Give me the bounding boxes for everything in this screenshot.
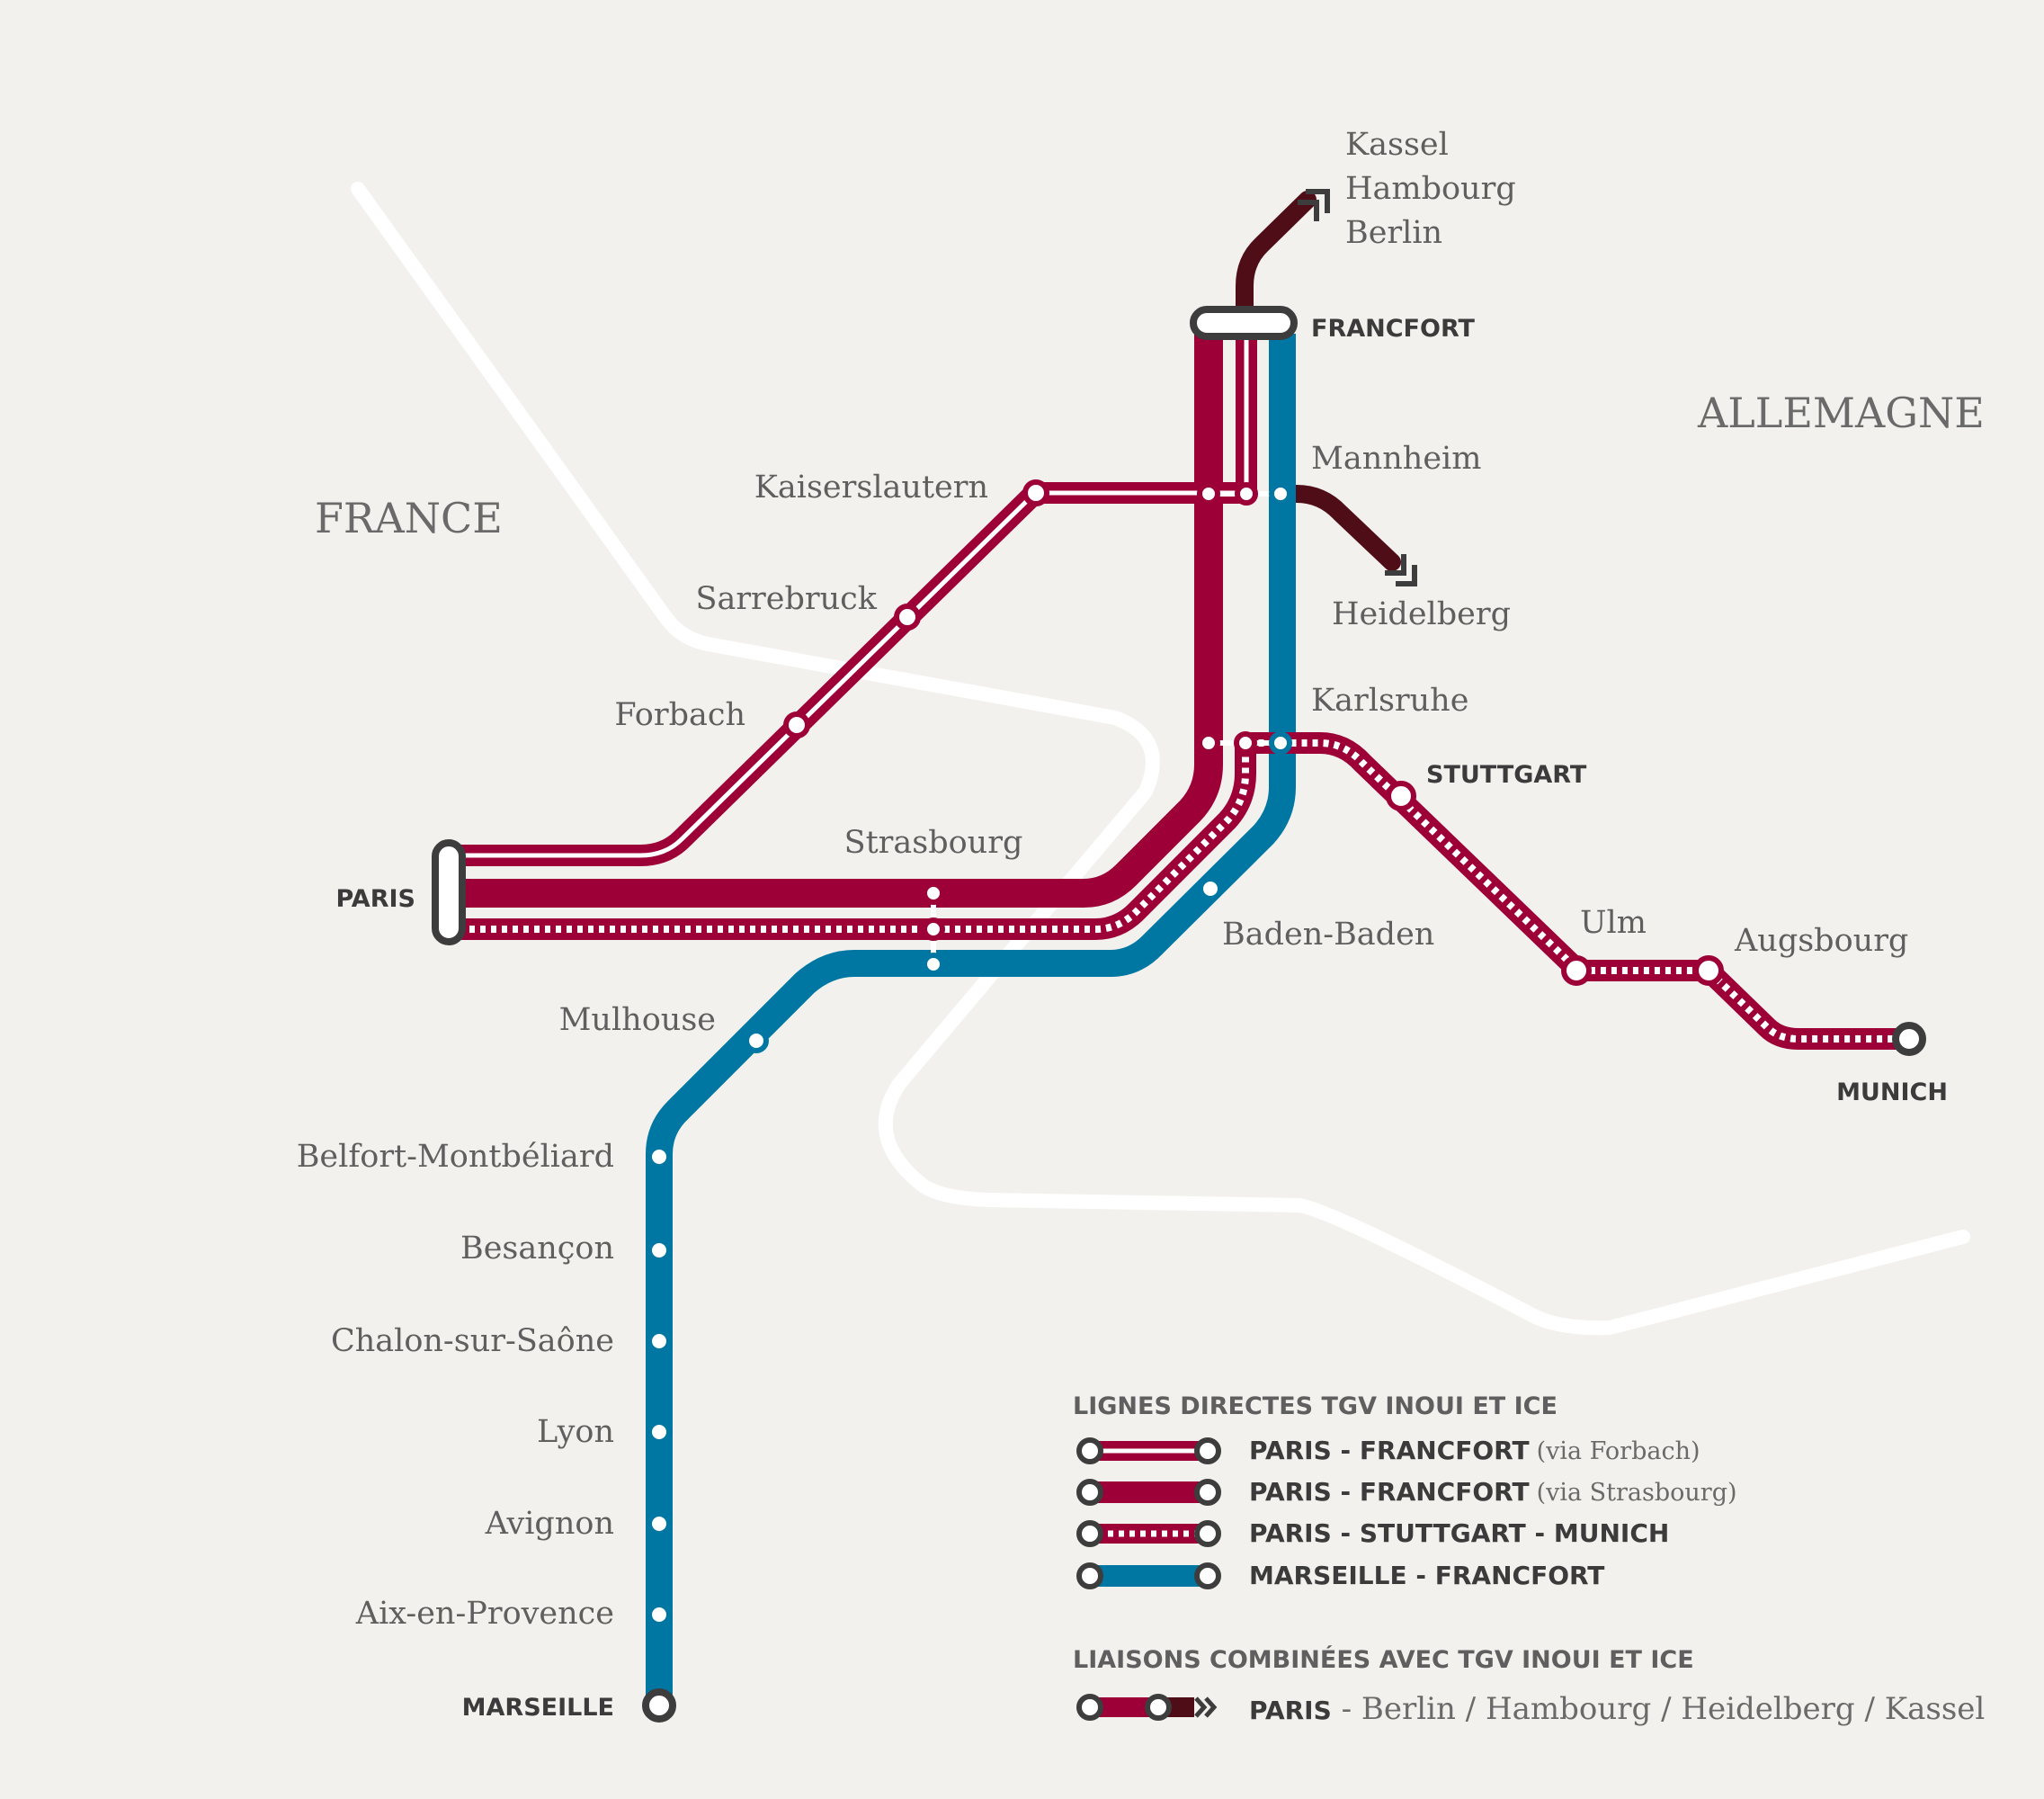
station-stuttgart: [1386, 781, 1416, 811]
terminal-francfort: [1190, 306, 1298, 340]
label-mannheim: Mannheim: [1311, 441, 1481, 477]
station-baden-baden: [1198, 876, 1223, 901]
label-berlin: Berlin: [1345, 215, 1442, 251]
label-hambourg: Hambourg: [1345, 171, 1516, 207]
legend: LIGNES DIRECTES TGV INOUI ET ICE PARIS -…: [1073, 1392, 1985, 1727]
legend-item-3: PARIS - STUTTGART - MUNICH: [1249, 1518, 1669, 1548]
label-heidelberg: Heidelberg: [1332, 596, 1511, 632]
label-chalon: Chalon-sur-Saône: [331, 1323, 614, 1359]
label-lyon: Lyon: [537, 1414, 614, 1450]
terminal-paris: [432, 839, 466, 945]
legend-swatch-combined: [1076, 1694, 1218, 1721]
label-kassel: Kassel: [1345, 127, 1449, 163]
station-strasbourg-2: [922, 917, 945, 941]
legend-swatch-double: [1076, 1437, 1221, 1464]
label-avignon: Avignon: [485, 1506, 614, 1542]
legend-item-4: MARSEILLE - FRANCFORT: [1249, 1561, 1604, 1590]
station-forbach: [783, 712, 810, 738]
terminal-munich: [1892, 1022, 1926, 1056]
label-belfort: Belfort-Montbéliard: [297, 1139, 614, 1175]
station-aix: [647, 1602, 672, 1627]
country-germany: ALLEMAGNE: [1697, 389, 1985, 437]
station-besancon: [647, 1238, 672, 1263]
station-mulhouse: [744, 1028, 769, 1053]
label-forbach: Forbach: [614, 697, 745, 733]
legend-swatch-solid-blue: [1076, 1562, 1221, 1589]
stations: [647, 479, 1724, 1627]
legend-item-2: PARIS - FRANCFORT(via Strasbourg): [1249, 1477, 1737, 1507]
station-sarrebruck: [894, 604, 921, 631]
station-karlsruhe-3: [1269, 731, 1292, 755]
legend-swatch-dotted-crimson: [1076, 1520, 1221, 1547]
legend-item-1: PARIS - FRANCFORT(via Forbach): [1249, 1436, 1700, 1465]
line-marseille-francfort: [646, 334, 1296, 1705]
terminal-marseille: [642, 1688, 676, 1723]
label-stuttgart: STUTTGART: [1426, 761, 1587, 789]
arrow-icon-legend: [1194, 1696, 1218, 1718]
station-belfort: [647, 1144, 672, 1169]
label-ulm: Ulm: [1580, 905, 1647, 941]
legend-heading-combined: LIAISONS COMBINÉES AVEC TGV INOUI ET ICE: [1073, 1645, 1694, 1674]
label-augsbourg: Augsbourg: [1734, 923, 1908, 959]
station-mannheim-2: [1235, 482, 1258, 506]
station-mannheim-3: [1269, 482, 1292, 506]
station-strasbourg-3: [922, 953, 945, 976]
label-marseille: MARSEILLE: [462, 1694, 614, 1722]
arrow-icon-south: [1385, 554, 1417, 586]
line-paris-stuttgart-munich: [448, 732, 1909, 1050]
link-heidelberg: [1272, 485, 1401, 571]
label-karlsruhe: Karlsruhe: [1311, 683, 1468, 719]
label-besancon: Besançon: [460, 1231, 614, 1266]
label-kaiserslautern: Kaiserslautern: [754, 470, 988, 506]
legend-swatch-solid-crimson: [1076, 1479, 1221, 1506]
station-strasbourg-1: [922, 882, 945, 905]
label-aix: Aix-en-Provence: [355, 1596, 614, 1632]
station-karlsruhe-1: [1197, 731, 1220, 755]
label-sarrebruck: Sarrebruck: [695, 581, 877, 617]
label-francfort: FRANCFORT: [1311, 315, 1476, 343]
link-kassel-berlin: [1236, 191, 1317, 319]
station-karlsruhe-2: [1234, 731, 1257, 755]
label-paris: PARIS: [336, 885, 416, 913]
country-france: FRANCE: [315, 494, 503, 542]
border-line: [351, 182, 1970, 1336]
arrow-icon-north: [1298, 189, 1330, 221]
station-lyon: [647, 1419, 672, 1445]
station-augsbourg: [1693, 955, 1724, 986]
label-mulhouse: Mulhouse: [559, 1002, 716, 1038]
label-munich: MUNICH: [1836, 1079, 1948, 1106]
legend-item-combined: PARIS - Berlin / Hambourg / Heidelberg /…: [1249, 1691, 1985, 1727]
label-baden-baden: Baden-Baden: [1222, 917, 1434, 953]
station-ulm: [1561, 955, 1592, 986]
label-strasbourg: Strasbourg: [844, 825, 1023, 861]
station-chalon: [647, 1329, 672, 1354]
station-avignon: [647, 1511, 672, 1536]
legend-heading-direct: LIGNES DIRECTES TGV INOUI ET ICE: [1073, 1392, 1558, 1420]
line-paris-francfort-strasbourg: [448, 334, 1223, 908]
station-mannheim-1: [1197, 482, 1220, 506]
station-kaiserslautern: [1022, 479, 1049, 506]
